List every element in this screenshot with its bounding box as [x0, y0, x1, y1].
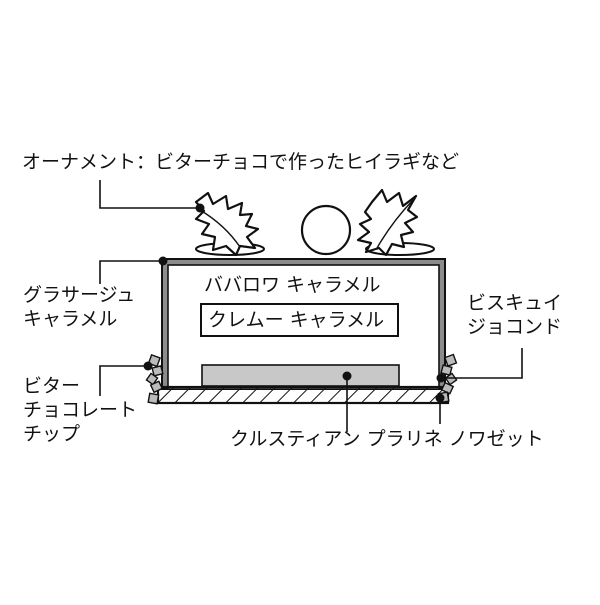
croustillant-base [156, 385, 450, 405]
leader-biscuit [436, 348, 523, 383]
leader-ornament [99, 180, 205, 213]
label-croustillant: クルスティアン プラリネ ノワゼット [230, 428, 544, 450]
holly-leaf-right-icon [356, 188, 419, 257]
leader-joconde-insert [342, 371, 352, 432]
label-creme: クレムー キャラメル [208, 309, 385, 331]
label-bavarois: ババロワ キャラメル [204, 274, 381, 296]
chocolate-ball-icon [300, 204, 352, 256]
label-biscuit-line1: ビスキュイ [467, 292, 563, 314]
label-ornament: オーナメント：ビターチョコで作ったヒイラギなど [22, 151, 460, 173]
leader-chocolate-chips [99, 361, 153, 396]
leader-glacage [99, 256, 168, 284]
leader-croustillant [435, 393, 445, 424]
label-chips-line2: チョコレート [23, 399, 138, 421]
label-chips-line1: ビター [23, 375, 81, 397]
biscuit-joconde-layer [201, 364, 400, 387]
cremeux-box [200, 303, 399, 337]
holly-leaf-left-vein [199, 209, 241, 248]
chocolate-chips-right [437, 353, 458, 404]
label-biscuit-line2: ジョコンド [467, 316, 563, 338]
label-glacage-line2: キャラメル [23, 308, 118, 330]
label-glacage-line1: グラサージュ [23, 284, 136, 306]
chocolate-chips-left [145, 353, 164, 405]
holly-leaf-left-icon [194, 191, 260, 257]
label-chips-line3: チップ [23, 423, 81, 445]
holly-leaf-right-vein [376, 199, 414, 249]
